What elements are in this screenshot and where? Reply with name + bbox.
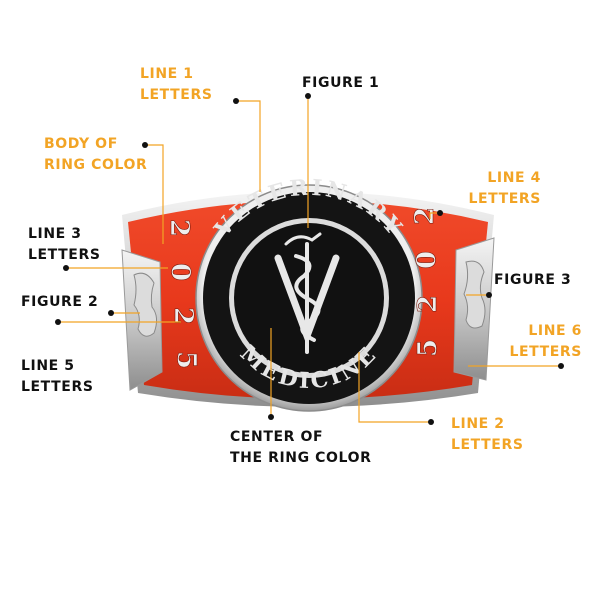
label-figure-1: FIGURE 1 — [302, 73, 379, 94]
label-line-6-sub: LETTERS — [509, 344, 582, 360]
dot-figure-3 — [486, 292, 492, 298]
label-line-4-title: LINE 4 — [487, 170, 541, 186]
dot-line-5 — [55, 319, 61, 325]
dot-line-6 — [558, 363, 564, 369]
label-line-4-sub: LETTERS — [468, 191, 541, 207]
label-line-5-title: LINE 5 — [21, 358, 75, 374]
dot-line-4 — [437, 210, 443, 216]
caduceus-v-icon — [274, 232, 340, 354]
label-line-1: LINE 1 LETTERS — [140, 64, 213, 106]
leader-line-2 — [358, 352, 431, 423]
label-figure-2-title: FIGURE 2 — [21, 294, 99, 310]
figure-3-panel — [453, 237, 495, 381]
label-center-color-sub: THE RING COLOR — [230, 450, 372, 466]
label-center-color-title: CENTER OF — [230, 429, 324, 445]
label-line-1-sub: LETTERS — [140, 87, 213, 103]
line-5-digit: 2 — [168, 307, 198, 325]
label-line-5: LINE 5 LETTERS — [21, 356, 94, 398]
dot-body-color — [142, 142, 148, 148]
leader-body-color — [145, 144, 164, 244]
label-line-3-sub: LETTERS — [28, 247, 101, 263]
label-body-color: BODY OF RING COLOR — [44, 134, 147, 176]
line-4-digit: 0 — [412, 251, 442, 269]
label-line-6: LINE 6 LETTERS — [509, 321, 582, 363]
line-4-year: 2 0 2 5 — [410, 207, 444, 358]
label-line-5-sub: LETTERS — [21, 379, 94, 395]
line-6-digit: 2 — [413, 295, 443, 313]
label-line-2-title: LINE 2 — [451, 416, 505, 432]
line-6-digit: 5 — [413, 339, 443, 357]
dot-line-3 — [63, 265, 69, 271]
line-3-year: 2 0 2 5 — [164, 219, 202, 370]
eagle-icon — [133, 272, 158, 337]
line-3-digit: 2 — [164, 219, 194, 237]
center-bezel: VETERINARY MEDICINE — [195, 175, 423, 412]
label-line-2: LINE 2 LETTERS — [451, 414, 524, 456]
dot-figure-2 — [108, 310, 114, 316]
label-figure-3: FIGURE 3 — [494, 270, 571, 291]
dot-center-color — [268, 414, 274, 420]
label-body-color-title: BODY OF — [44, 136, 118, 152]
label-line-1-title: LINE 1 — [140, 66, 194, 82]
label-figure-1-title: FIGURE 1 — [302, 75, 380, 91]
line-4-digit: 2 — [410, 207, 440, 225]
dot-line-1 — [233, 98, 239, 104]
leader-line-1 — [236, 100, 261, 192]
label-figure-2: FIGURE 2 — [21, 292, 98, 313]
label-line-6-title: LINE 6 — [528, 323, 582, 339]
label-body-color-sub: RING COLOR — [44, 157, 148, 173]
line-3-digit: 0 — [165, 263, 195, 281]
label-line-3-title: LINE 3 — [28, 226, 82, 242]
leader-dots — [55, 93, 564, 425]
label-line-4: LINE 4 LETTERS — [468, 168, 541, 210]
line-5-digit: 5 — [171, 351, 201, 369]
label-figure-3-title: FIGURE 3 — [494, 272, 572, 288]
label-line-3: LINE 3 LETTERS — [28, 224, 101, 266]
leader-lines — [58, 96, 561, 423]
label-center-color: CENTER OF THE RING COLOR — [230, 427, 371, 469]
figure-2-panel — [121, 249, 163, 391]
leader-line-4 — [429, 212, 440, 219]
dot-figure-1 — [305, 93, 311, 99]
label-line-2-sub: LETTERS — [451, 437, 524, 453]
dot-line-2 — [428, 419, 434, 425]
